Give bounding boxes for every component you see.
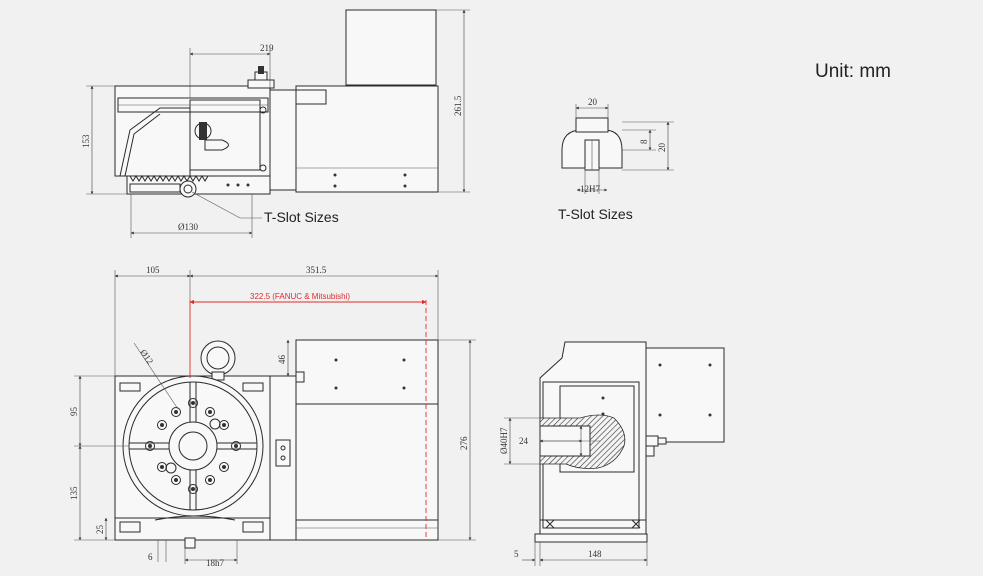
dim-24: 24 <box>519 436 529 446</box>
dim-130: Ø130 <box>178 222 198 232</box>
dim-219: 219 <box>260 43 274 53</box>
bottom-right-front-view: Ø40H7 24 5 148 <box>499 341 725 566</box>
tslot-detail: 20 8 20 12H7 T-Slot Sizes <box>558 97 674 222</box>
dim-40h7: Ø40H7 <box>499 427 509 454</box>
tslot-label-right: T-Slot Sizes <box>558 206 633 222</box>
dim-153: 153 <box>81 134 91 148</box>
dim-261-5: 261.5 <box>453 95 463 116</box>
dim-46: 46 <box>277 355 287 365</box>
dim-25: 25 <box>95 525 105 535</box>
dim-135: 135 <box>69 486 79 500</box>
dim-148: 148 <box>588 549 602 559</box>
dim-dia-12: Ø12 <box>138 348 155 366</box>
dim-105: 105 <box>146 265 160 275</box>
bottom-left-top-view: 105 351.5 322.5 (FANUC & Mitsubishi) Ø12… <box>69 265 476 568</box>
dim-5: 5 <box>514 549 519 559</box>
dim-18h7: 18h7 <box>206 558 225 568</box>
top-left-side-view: 219 261.5 153 Ø130 T-Slot Sizes <box>81 9 470 238</box>
dim-351-5: 351.5 <box>306 265 327 275</box>
dim-322-5: 322.5 (FANUC & Mitsubishi) <box>250 292 350 301</box>
dim-276: 276 <box>459 436 469 450</box>
dim-8: 8 <box>639 139 649 144</box>
dim-95: 95 <box>69 407 79 417</box>
dim-12h7: 12H7 <box>580 184 600 194</box>
tslot-label-left: T-Slot Sizes <box>264 209 339 225</box>
dim-6: 6 <box>148 552 153 562</box>
dim-20-top: 20 <box>588 97 598 107</box>
unit-label: Unit: mm <box>815 61 891 82</box>
dim-20-side: 20 <box>657 143 667 153</box>
